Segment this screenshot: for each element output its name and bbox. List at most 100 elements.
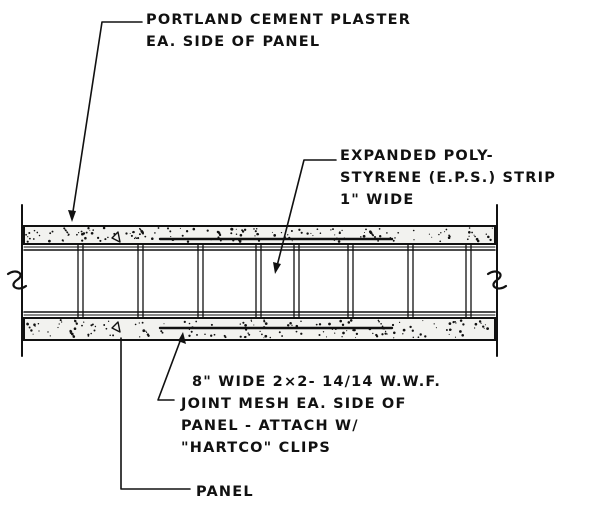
plaster-speck: [341, 229, 343, 232]
plaster-speck: [372, 332, 374, 335]
plaster-speck: [459, 330, 462, 333]
plaster-speck: [339, 319, 343, 323]
plaster-speck: [141, 231, 144, 234]
plaster-speck: [38, 234, 41, 237]
plaster-speck: [130, 234, 133, 237]
plaster-speck: [94, 325, 97, 328]
eps-leader-arrow: [273, 262, 281, 274]
plaster-speck: [134, 323, 137, 326]
plaster-speck: [247, 332, 249, 334]
plaster-speck: [195, 320, 198, 323]
plaster-speck: [82, 232, 86, 235]
plaster-speck: [68, 234, 70, 236]
plaster-speck: [190, 330, 193, 333]
plaster-speck: [485, 233, 488, 235]
plaster-speck: [483, 327, 485, 329]
plaster-speck: [365, 228, 367, 231]
plaster-speck: [87, 227, 90, 230]
plaster-speck: [69, 332, 72, 334]
plaster-speck: [84, 236, 87, 240]
plaster-speck: [300, 320, 302, 322]
plaster-speck: [454, 321, 456, 323]
plaster-speck: [135, 237, 138, 240]
top-clip: [111, 231, 121, 243]
plaster-speck: [163, 323, 165, 325]
plaster-speck: [30, 329, 33, 332]
plaster-speck: [83, 321, 85, 323]
plaster-speck: [315, 323, 318, 326]
plaster-speck: [78, 232, 80, 234]
plaster-speck: [331, 328, 334, 330]
leader-lines: [68, 21, 337, 490]
plaster-speck: [328, 322, 331, 326]
plaster-speck: [300, 231, 303, 234]
plaster-speck: [378, 320, 380, 323]
plaster-speck: [32, 238, 35, 240]
plaster-speck: [261, 333, 263, 336]
eps-leader: [275, 159, 337, 271]
plaster-speck: [142, 329, 146, 333]
plaster-speck: [462, 323, 465, 326]
plaster-speck: [333, 239, 336, 241]
plaster-speck: [73, 327, 77, 331]
plaster-speck: [210, 239, 212, 241]
left-break-symbol: [6, 270, 28, 290]
plaster-speck: [338, 231, 341, 235]
plaster-speck: [132, 231, 134, 234]
plaster-speck: [480, 322, 482, 324]
plaster-speck: [392, 239, 395, 242]
plaster-speck: [144, 235, 147, 238]
plaster-speck: [129, 232, 131, 235]
plaster-speck: [58, 323, 60, 325]
plaster-label-line2: EA. SIDE OF PANEL: [146, 34, 320, 50]
plaster-speck: [372, 234, 375, 237]
plaster-speck: [170, 236, 172, 238]
plaster-speck: [489, 238, 492, 242]
plaster-speck: [382, 327, 385, 330]
plaster-speck: [157, 227, 160, 229]
plaster-speck: [445, 228, 448, 231]
plaster-speck: [248, 333, 251, 336]
plaster-speck: [67, 232, 69, 234]
plaster-speck: [298, 228, 301, 231]
mesh-leader-arrow: [178, 332, 186, 344]
plaster-speck: [244, 323, 247, 327]
plaster-speck: [166, 227, 170, 230]
plaster-speck: [362, 234, 366, 238]
plaster-speck: [290, 229, 293, 233]
plaster-speck: [76, 233, 78, 236]
plaster-speck: [386, 232, 388, 234]
plaster-speck: [250, 320, 253, 322]
plaster-speck: [87, 335, 90, 337]
plaster-speck: [62, 240, 64, 242]
plaster-speck: [381, 333, 384, 336]
plaster-speck: [135, 236, 137, 239]
panel-label: PANEL: [196, 484, 254, 500]
plaster-speck: [438, 233, 440, 236]
plaster-speck: [49, 232, 52, 235]
plaster-speck: [389, 237, 391, 239]
plaster-speck: [394, 237, 396, 239]
plaster-speck: [445, 329, 448, 331]
plaster-speck: [240, 239, 242, 241]
eps-label-line3: 1" WIDE: [340, 192, 414, 208]
plaster-speck: [96, 236, 100, 240]
plaster-speck: [341, 323, 345, 327]
plaster-speck: [254, 235, 256, 237]
plaster-speck: [255, 227, 258, 230]
plaster-leader: [71, 21, 143, 219]
plaster-speck: [36, 231, 39, 234]
plaster-speck: [137, 237, 140, 240]
plaster-speck: [417, 336, 420, 339]
plaster-speck: [341, 336, 343, 338]
plaster-speck: [269, 336, 272, 339]
plaster-speck: [397, 231, 400, 234]
plaster-speck: [161, 331, 164, 334]
plaster-speck: [70, 332, 74, 336]
plaster-speck: [48, 239, 51, 243]
plaster-speck: [402, 333, 404, 335]
plaster-texture: [25, 226, 493, 339]
plaster-speck: [322, 331, 325, 333]
plaster-speck: [64, 228, 66, 230]
plaster-speck: [160, 330, 163, 333]
